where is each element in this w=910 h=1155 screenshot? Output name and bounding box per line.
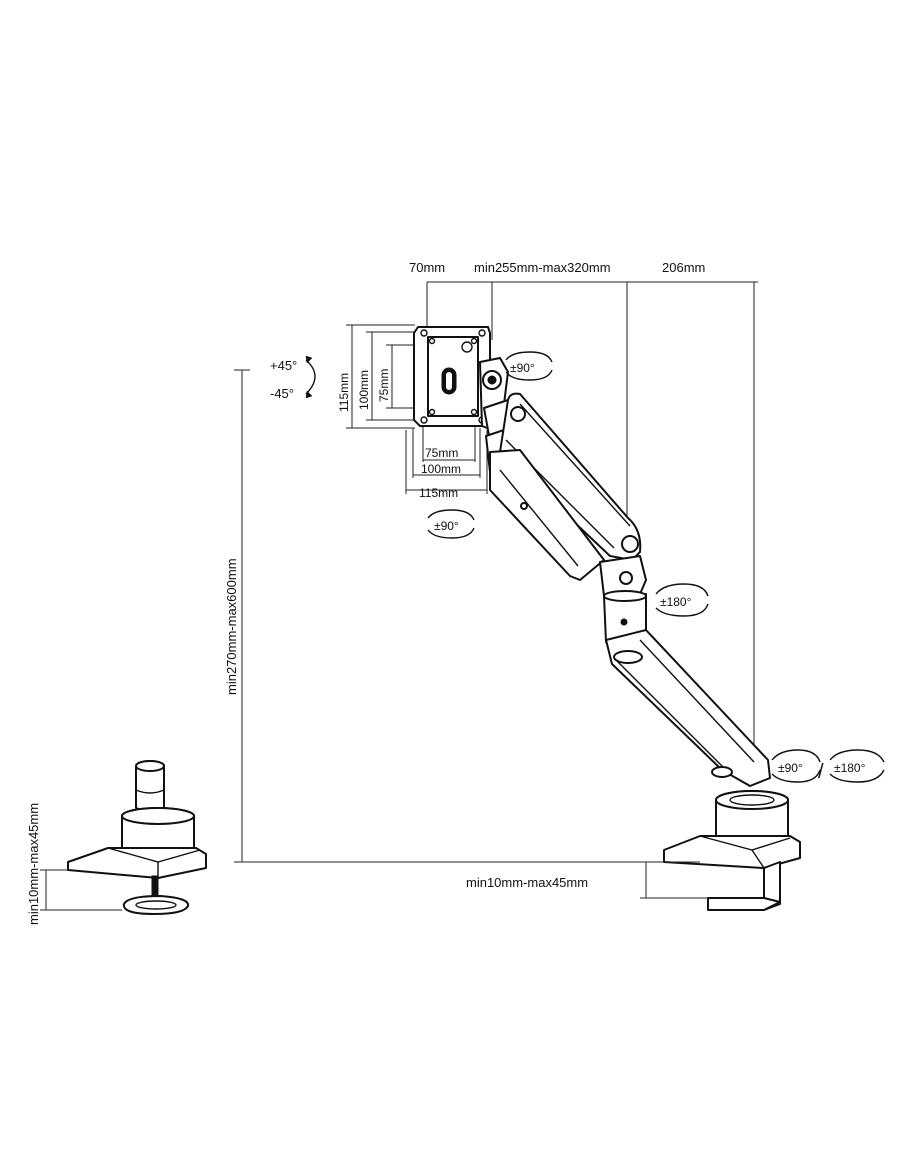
rotation-arrow-icon (829, 749, 885, 763)
upper-arm (489, 392, 642, 581)
label-desk-thickness-left: min10mm-max45mm (26, 803, 41, 925)
label-tilt-down: -45° (270, 386, 294, 401)
badge-separator: / (818, 761, 824, 783)
label-vesa-v-75: 75mm (377, 369, 391, 402)
grommet-mount (67, 760, 207, 915)
label-vesa-h-115: 115mm (419, 486, 458, 500)
label-206mm: 206mm (662, 260, 705, 275)
top-dimension-group: 70mm min255mm-max320mm 206mm (409, 260, 758, 760)
label-tilt-up: +45° (270, 358, 297, 373)
label-arm-extension: min255mm-max320mm (474, 260, 611, 275)
label-base-rotate: ±180° (834, 761, 866, 775)
base-swivel-badge: ±90° (771, 749, 821, 783)
label-70mm: 70mm (409, 260, 445, 275)
height-dimension-group: min270mm-max600mm (224, 369, 680, 863)
label-base-swivel: ±90° (778, 761, 803, 775)
label-rotate: ±90° (434, 519, 459, 533)
label-elbow: ±180° (660, 595, 692, 609)
elbow-joint (599, 555, 647, 643)
tilt-annotation: +45° -45° (270, 355, 316, 401)
left-clamp-dimension: min10mm-max45mm (26, 803, 122, 925)
rotation-badges: ±90° ±90° ±180° ±90° / ±180° (427, 351, 885, 783)
rotation-arrow-icon (505, 351, 553, 363)
elbow-badge: ±180° (655, 583, 709, 617)
vesa-dimensions: 115mm 100mm 75mm 75mm 100mm 115mm (337, 324, 488, 500)
right-clamp-dimension: min10mm-max45mm (466, 861, 708, 899)
tilt-arrow-icon (305, 359, 316, 395)
head-swivel-badge: ±90° (505, 351, 553, 381)
lower-arm (605, 629, 771, 787)
label-vesa-h-100: 100mm (421, 462, 461, 476)
base-mount (663, 790, 801, 911)
label-vesa-v-100: 100mm (357, 370, 371, 410)
rotation-arrow-icon (771, 749, 821, 763)
label-desk-thickness-right: min10mm-max45mm (466, 875, 588, 890)
rotate-badge: ±90° (427, 509, 475, 539)
label-height-range: min270mm-max600mm (224, 558, 239, 695)
label-vesa-h-75: 75mm (425, 446, 458, 460)
label-vesa-v-115: 115mm (337, 373, 351, 412)
rotation-arrow-icon (655, 583, 709, 597)
vesa-plate (413, 326, 491, 427)
rotation-arrow-icon (427, 509, 475, 521)
base-rotate-badge: ±180° (829, 749, 885, 783)
label-head-swivel: ±90° (510, 361, 535, 375)
